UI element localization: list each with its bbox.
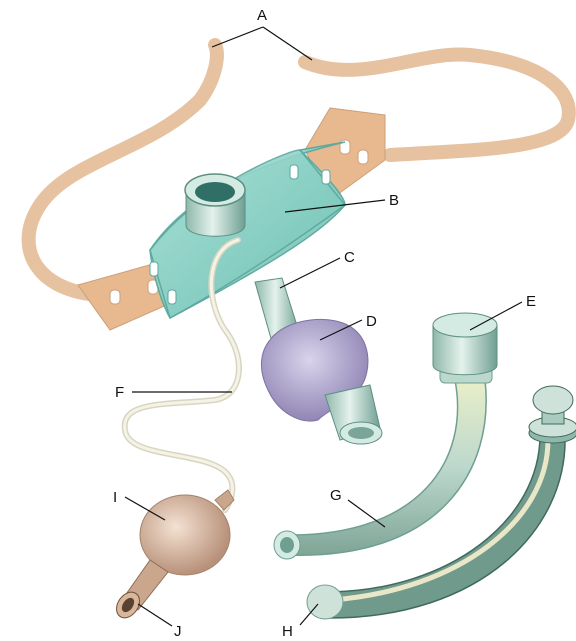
leader-g — [348, 500, 385, 527]
leader-j — [138, 604, 172, 626]
label-g: G — [330, 487, 342, 504]
label-b: B — [389, 192, 399, 209]
cannula-tip — [325, 385, 382, 444]
label-i: I — [113, 489, 117, 506]
leader-c — [280, 258, 340, 288]
leader-a-right — [263, 27, 312, 60]
label-d: D — [366, 313, 377, 330]
label-e: E — [526, 293, 536, 310]
label-c: C — [344, 249, 355, 266]
leader-a-left — [212, 27, 263, 47]
one-way-valve — [112, 560, 168, 622]
connector-hub — [185, 174, 245, 236]
label-j: J — [174, 623, 182, 640]
neck-flange — [150, 142, 345, 318]
label-h: H — [282, 623, 293, 640]
label-f: F — [115, 384, 124, 401]
label-a: A — [257, 7, 267, 24]
